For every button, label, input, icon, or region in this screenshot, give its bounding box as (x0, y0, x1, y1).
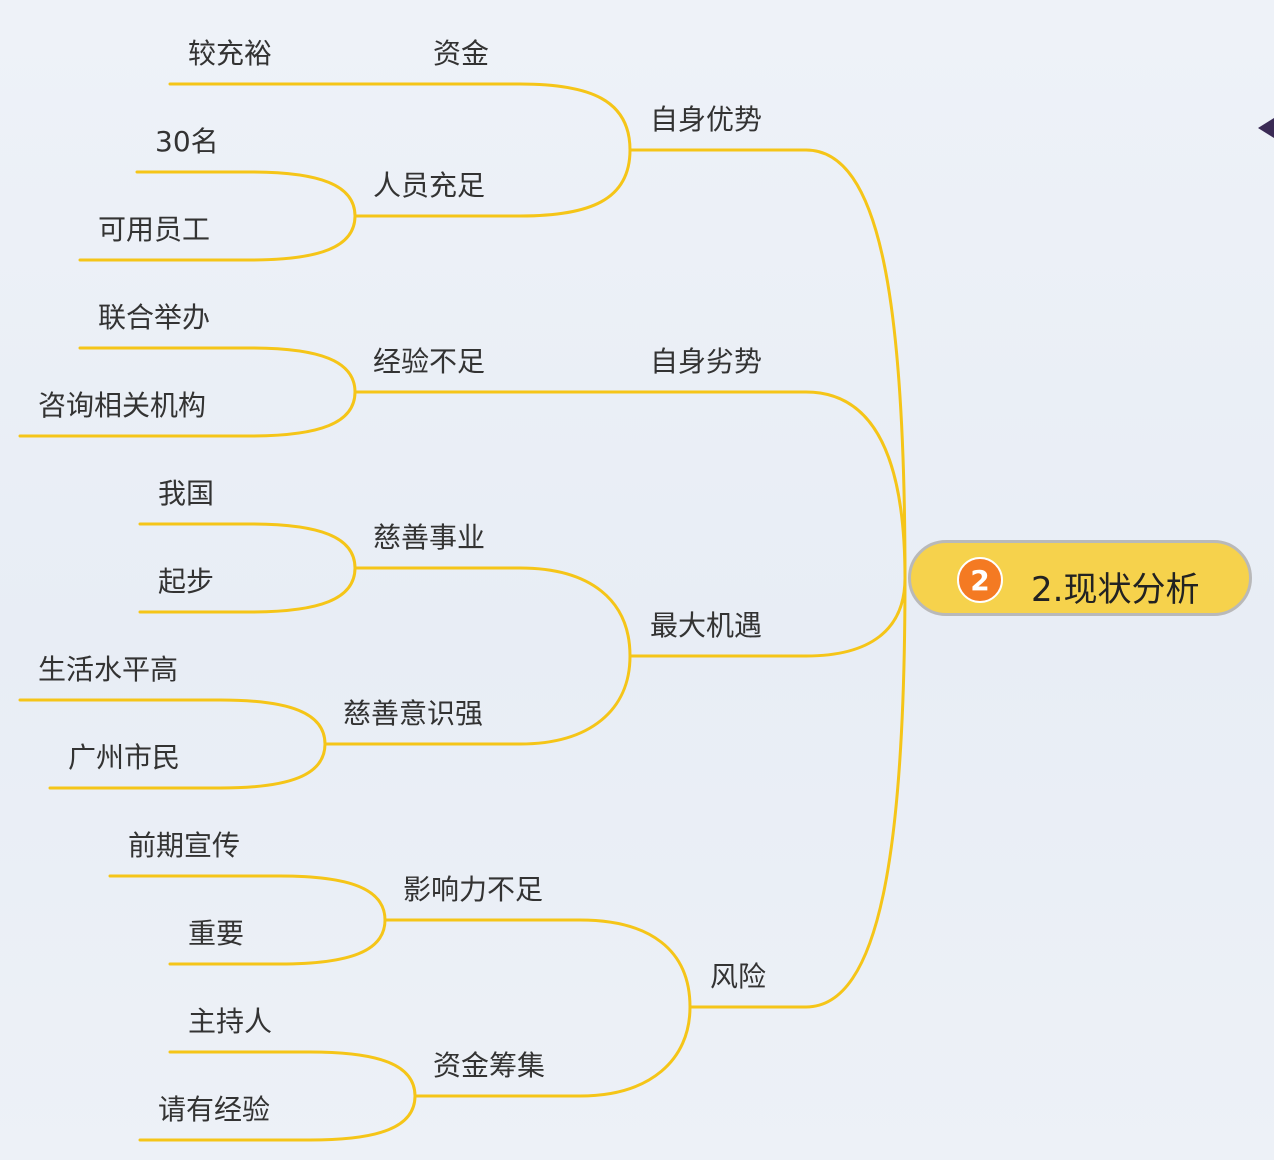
connector-qibu (138, 566, 357, 614)
leaf-co-host[interactable]: 联合举办 (98, 301, 211, 334)
connector-root-branch-2 (353, 390, 907, 580)
subtopic-lack-experience[interactable]: 经验不足 (373, 345, 486, 378)
connector-shenghuo (18, 698, 327, 746)
connector-cishan (353, 566, 632, 658)
subtopic-influence[interactable]: 影响力不足 (403, 873, 544, 906)
number-badge: 2 (957, 557, 1003, 603)
subtopic-funds[interactable]: 资金 (433, 37, 490, 70)
connector-keyong (78, 214, 357, 262)
leaf-consult[interactable]: 咨询相关机构 (38, 389, 207, 422)
leaf-sufficient[interactable]: 较充裕 (188, 37, 273, 70)
connector-root-branch-1 (628, 148, 907, 580)
connector-woguo (138, 522, 357, 570)
connector-yingxiang (383, 918, 692, 1009)
connector-lianhe (78, 346, 357, 394)
root-topic-title: 2.现状分析 (1031, 570, 1200, 610)
leaf-guangzhou[interactable]: 广州市民 (68, 741, 181, 774)
leaf-host[interactable]: 主持人 (188, 1005, 273, 1038)
connector-guangzhou (48, 742, 327, 790)
connector-renyuan (353, 148, 632, 218)
connector-qing (138, 1094, 417, 1142)
subtopic-fundraising[interactable]: 资金筹集 (433, 1049, 546, 1082)
leaf-starting[interactable]: 起步 (158, 565, 215, 598)
leaf-publicity[interactable]: 前期宣传 (128, 829, 241, 862)
root-topic[interactable]: 2 2.现状分析 (908, 540, 1252, 616)
connector-qianqi (108, 874, 387, 922)
connector-yishi (323, 654, 632, 746)
connector-30ming (135, 170, 357, 218)
subtopic-charity-awareness[interactable]: 慈善意识强 (343, 697, 484, 730)
branch-label-weaknesses[interactable]: 自身劣势 (650, 345, 763, 378)
leaf-available-staff[interactable]: 可用员工 (98, 213, 211, 246)
leaf-high-living[interactable]: 生活水平高 (38, 653, 179, 686)
corner-shape (1258, 118, 1274, 138)
branch-label-risks[interactable]: 风险 (710, 960, 767, 993)
branch-label-opportunities[interactable]: 最大机遇 (650, 609, 763, 642)
connector-zijin (168, 82, 632, 152)
leaf-experienced[interactable]: 请有经验 (158, 1093, 271, 1126)
leaf-30-people[interactable]: 30名 (155, 125, 219, 158)
leaf-our-country[interactable]: 我国 (158, 477, 215, 510)
subtopic-charity[interactable]: 慈善事业 (373, 521, 486, 554)
leaf-important[interactable]: 重要 (188, 917, 245, 950)
connector-chouji (413, 1005, 692, 1098)
branch-label-strengths[interactable]: 自身优势 (650, 103, 763, 136)
connector-root-branch-4 (688, 576, 907, 1009)
connector-zixun (18, 390, 357, 438)
subtopic-staff[interactable]: 人员充足 (373, 169, 486, 202)
connector-root-branch-3 (628, 576, 907, 658)
connector-zhuchi (168, 1050, 417, 1098)
connector-zhongyao (168, 918, 387, 966)
